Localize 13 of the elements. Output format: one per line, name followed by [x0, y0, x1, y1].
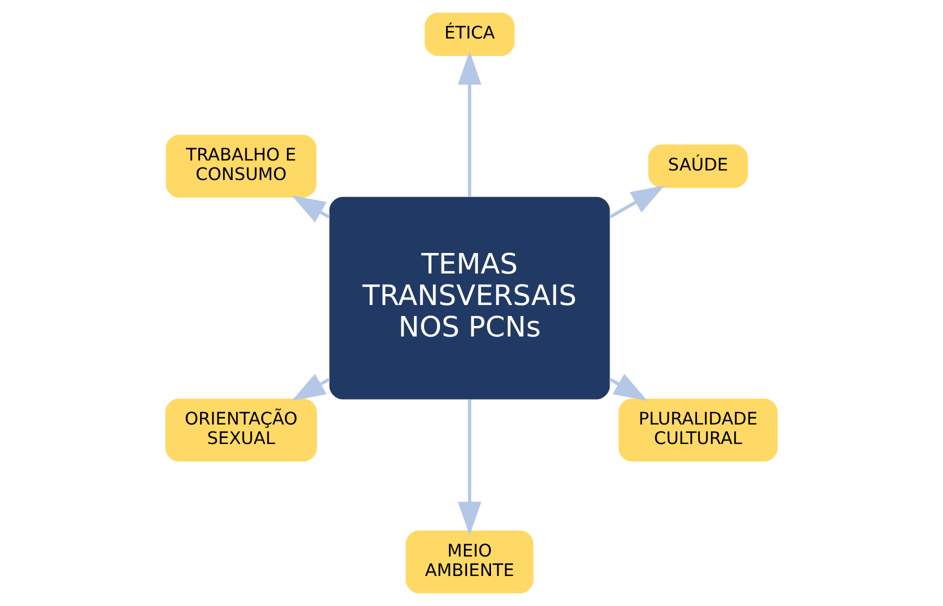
arrow	[609, 374, 648, 401]
node-box: MEIO AMBIENTE	[406, 530, 534, 594]
arrow	[609, 186, 665, 218]
arrow	[458, 51, 482, 197]
node-box: ÉTICA	[424, 12, 515, 56]
node-box: TEMAS TRANSVERSAIS NOS PCNs	[329, 196, 610, 400]
node-box: TRABALHO E CONSUMO	[166, 134, 316, 198]
arrow	[458, 399, 482, 536]
arrow	[292, 374, 330, 401]
node-box: SAÚDE	[648, 144, 748, 188]
node-box: PLURALIDADE CULTURAL	[618, 398, 778, 462]
node-box: ORIENTAÇÃO SEXUAL	[165, 398, 317, 462]
arrow	[292, 195, 330, 222]
